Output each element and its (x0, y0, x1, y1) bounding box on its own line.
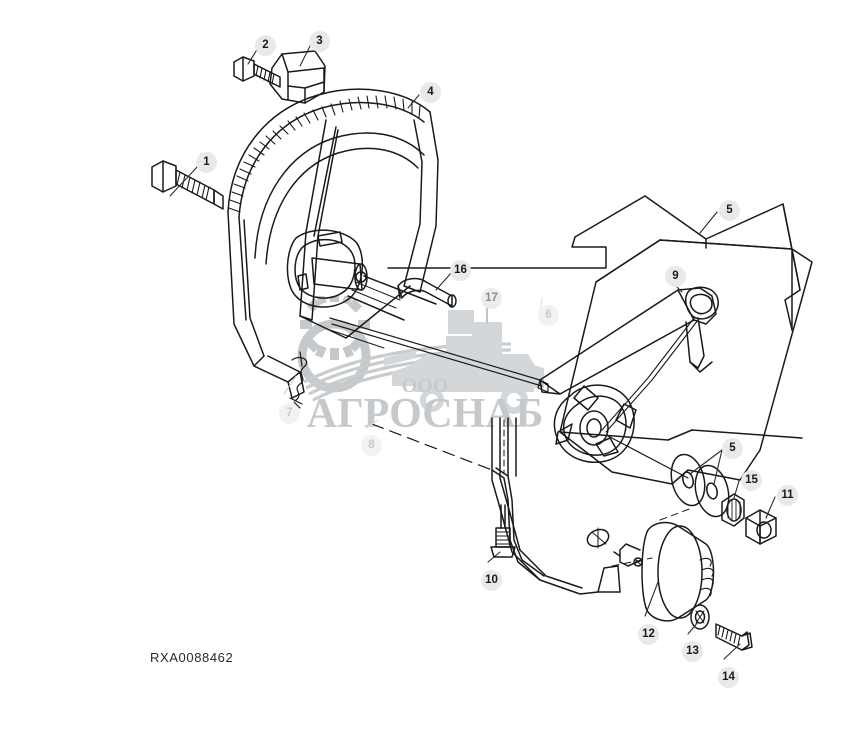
part-lock-washer (690, 604, 710, 630)
part-side-panel (387, 195, 813, 485)
centerline-bushing (659, 507, 693, 521)
part-electric-motor (613, 521, 715, 622)
part-linkage-rod (329, 317, 549, 393)
part-self-tapping-screw (715, 623, 753, 651)
part-hex-nut (745, 509, 777, 545)
callout-spacer-bushing[interactable]: 15 (741, 470, 762, 491)
part-pulley-sheave (553, 384, 689, 479)
callout-small-screw[interactable]: 10 (481, 570, 502, 591)
drawing-number: RXA0088462 (150, 650, 234, 665)
part-roller-tube (397, 277, 457, 308)
callout-hex-nut[interactable]: 11 (777, 485, 798, 506)
part-frame-rib (491, 417, 621, 595)
callout-self-tapping-screw[interactable]: 14 (718, 667, 739, 688)
callout-wedge-knob[interactable]: 3 (309, 31, 330, 52)
centerline-motor (611, 557, 653, 567)
callout-side-panel[interactable]: 5 (719, 200, 740, 221)
callout-electric-motor[interactable]: 12 (638, 624, 659, 645)
part-spring (289, 351, 308, 409)
callout-hex-bolt-short[interactable]: 2 (255, 35, 276, 56)
part-hex-bolt-long (151, 160, 224, 210)
part-ribbed-arc-housing (227, 88, 439, 399)
callout-ribbed-arc-housing[interactable]: 4 (420, 82, 441, 103)
callout-lock-washer[interactable]: 13 (682, 641, 703, 662)
part-small-screw (490, 504, 516, 558)
part-flange-cap (586, 527, 610, 549)
leader-lines (169, 43, 776, 660)
callout-hex-bolt-long[interactable]: 1 (196, 152, 217, 173)
part-mount-hole (633, 557, 643, 567)
construction-lines (329, 281, 401, 349)
callout-linkage-rod[interactable]: 6 (538, 305, 559, 326)
callout-flat-washer-pair[interactable]: 5 (722, 438, 743, 459)
part-bracket-arm (539, 286, 719, 433)
callout-roller-tube[interactable]: 16 (450, 260, 471, 281)
part-hex-bolt-short (233, 56, 281, 88)
part-flat-washer-pair (670, 453, 730, 518)
callout-bracket-arm[interactable]: 9 (665, 266, 686, 287)
callout-spring[interactable]: 7 (279, 403, 300, 424)
callout-pin[interactable]: 17 (481, 288, 502, 309)
part-cable (371, 423, 545, 581)
callout-cable[interactable]: 8 (361, 435, 382, 456)
part-spacer-bushing (721, 493, 745, 527)
part-wedge-knob (269, 50, 326, 104)
